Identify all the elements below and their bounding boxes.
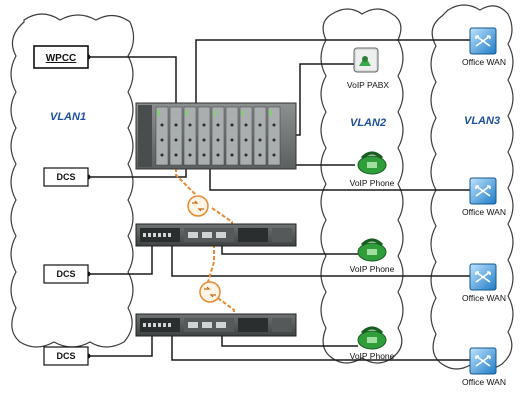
media-converter-icon — [199, 281, 221, 303]
office-wan-label: Office WAN — [462, 57, 506, 67]
dcs-box: DCS — [43, 167, 89, 187]
switch-icon — [469, 177, 497, 205]
connection-lines — [85, 39, 470, 361]
phone-icon — [357, 238, 387, 262]
dcs-label: DCS — [56, 172, 75, 182]
dcs-box: DCS — [43, 346, 89, 366]
phone-label: VoIP Phone — [350, 178, 395, 188]
core-switch-rack — [135, 102, 297, 170]
phone-icon — [357, 326, 387, 350]
pabx-icon — [353, 47, 379, 73]
phone-icon — [357, 151, 387, 175]
vlan3-label: VLAN3 — [464, 115, 500, 127]
switch-icon — [469, 347, 497, 375]
media-converter-icon — [187, 195, 209, 217]
vlan2-cloud — [320, 8, 404, 364]
wpcc-box: WPCC — [33, 45, 89, 69]
wpcc-label: WPCC — [46, 53, 77, 64]
distribution-switch — [135, 223, 297, 247]
office-wan-label: Office WAN — [462, 293, 506, 303]
phone-label: VoIP Phone — [350, 264, 395, 274]
switch-icon — [469, 263, 497, 291]
dcs-label: DCS — [56, 269, 75, 279]
phone-label: VoIP Phone — [350, 351, 395, 361]
office-wan-label: Office WAN — [462, 207, 506, 217]
pabx-label: VoIP PABX — [347, 80, 390, 90]
vlan2-label: VLAN2 — [350, 117, 386, 129]
dcs-box: DCS — [43, 264, 89, 284]
dcs-label: DCS — [56, 351, 75, 361]
distribution-switch — [135, 313, 297, 337]
office-wan-label: Office WAN — [462, 377, 506, 387]
vlan1-label: VLAN1 — [50, 111, 86, 123]
switch-icon — [469, 27, 497, 55]
